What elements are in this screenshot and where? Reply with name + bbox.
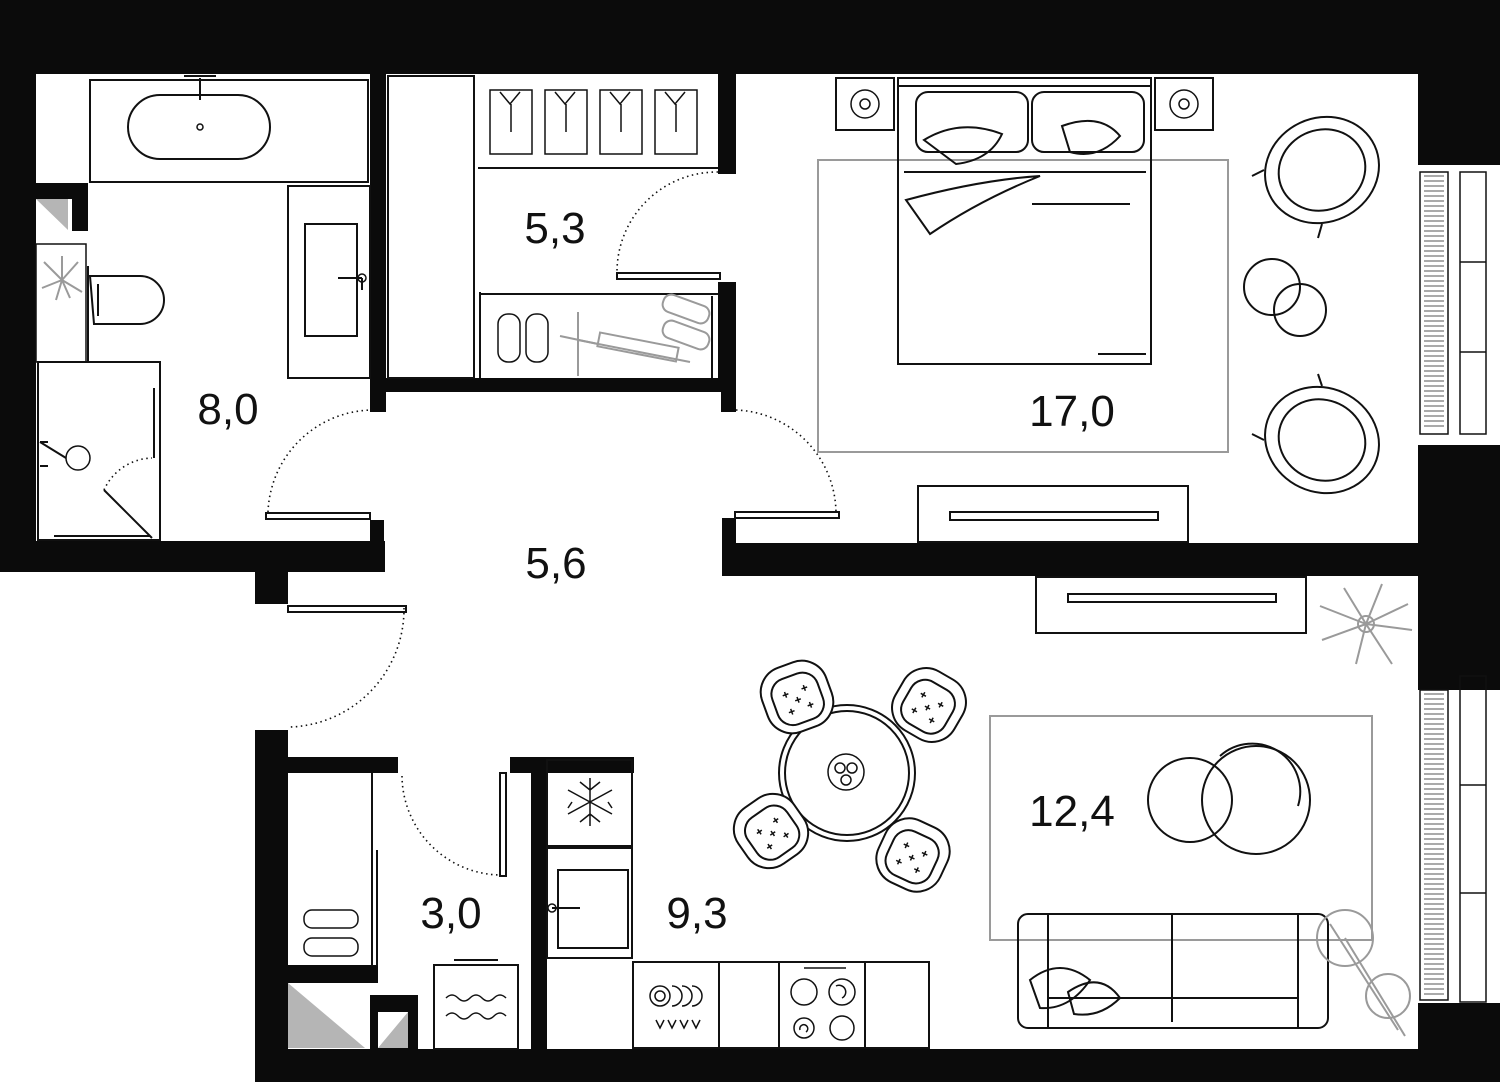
nightstand-icon bbox=[835, 77, 895, 131]
chair-icon bbox=[732, 792, 810, 870]
window-hatch bbox=[1424, 175, 1444, 995]
area-labels: 8,0 5,3 17,0 5,6 3,0 9,3 12,4 bbox=[197, 204, 1114, 938]
armchair-icon bbox=[1251, 115, 1380, 239]
pillow-icon bbox=[915, 91, 1029, 153]
tv-stand-icon bbox=[917, 485, 1189, 543]
fridge-icon bbox=[546, 759, 633, 847]
area-label-bathroom: 8,0 bbox=[197, 385, 258, 434]
window-icon bbox=[1419, 675, 1487, 1003]
plant-icon bbox=[1319, 583, 1413, 665]
scooter-icon bbox=[559, 312, 691, 376]
stove-icon bbox=[778, 961, 866, 1049]
shirt-icon bbox=[599, 89, 643, 155]
shirt-icon bbox=[654, 89, 698, 155]
area-label-storage: 3,0 bbox=[420, 889, 481, 938]
bedroom bbox=[817, 77, 1380, 543]
chair-icon bbox=[891, 667, 967, 743]
pillow-icon bbox=[1031, 91, 1145, 153]
door-swing-icon bbox=[287, 605, 407, 728]
shoes-icon bbox=[303, 909, 359, 957]
sofa-icon bbox=[1017, 913, 1329, 1029]
plant-icon bbox=[35, 199, 87, 363]
dishwasher-icon bbox=[632, 961, 720, 1049]
rug-icon bbox=[989, 715, 1373, 941]
double-bed-icon bbox=[897, 77, 1152, 365]
bathroom bbox=[35, 75, 371, 541]
bathtub-icon bbox=[89, 75, 369, 183]
chair-icon bbox=[875, 817, 951, 893]
shower-icon bbox=[37, 361, 161, 541]
living-room bbox=[989, 576, 1413, 1037]
shirt-icon bbox=[544, 89, 588, 155]
area-label-kitchen: 9,3 bbox=[666, 889, 727, 938]
door-swing-icon bbox=[265, 409, 373, 520]
dining-table-icon bbox=[778, 704, 916, 842]
armchair-icon bbox=[1251, 373, 1380, 495]
chair-icon bbox=[759, 659, 835, 735]
area-label-bedroom: 17,0 bbox=[1029, 387, 1115, 436]
coffee-table-icon bbox=[1243, 258, 1327, 337]
area-label-wardrobe: 5,3 bbox=[524, 204, 585, 253]
door-swing-icon bbox=[734, 409, 840, 519]
slippers-icon bbox=[497, 313, 549, 363]
rug-icon bbox=[817, 159, 1229, 453]
door-swing-icon bbox=[401, 772, 507, 877]
area-label-hallway: 5,6 bbox=[525, 539, 586, 588]
toilet-icon bbox=[87, 266, 165, 362]
coffee-table-icon bbox=[1147, 742, 1311, 855]
nightstand-icon bbox=[1154, 77, 1214, 131]
washing-machine-icon bbox=[433, 959, 519, 1050]
storage bbox=[288, 773, 519, 1050]
sink-icon bbox=[287, 185, 371, 379]
floor-lamp-icon bbox=[1316, 909, 1411, 1037]
shirt-icon bbox=[489, 89, 533, 155]
door-swing-icon bbox=[103, 457, 153, 491]
door-swing-icon bbox=[616, 171, 721, 280]
wardrobe bbox=[387, 75, 718, 379]
kitchen bbox=[546, 759, 930, 1049]
window-icon bbox=[1419, 171, 1487, 435]
oven-icon bbox=[546, 847, 633, 959]
area-label-living-room: 12,4 bbox=[1029, 787, 1115, 836]
dining-chairs bbox=[732, 659, 967, 893]
slippers-icon bbox=[661, 293, 711, 351]
tv-stand-icon bbox=[1035, 576, 1307, 634]
